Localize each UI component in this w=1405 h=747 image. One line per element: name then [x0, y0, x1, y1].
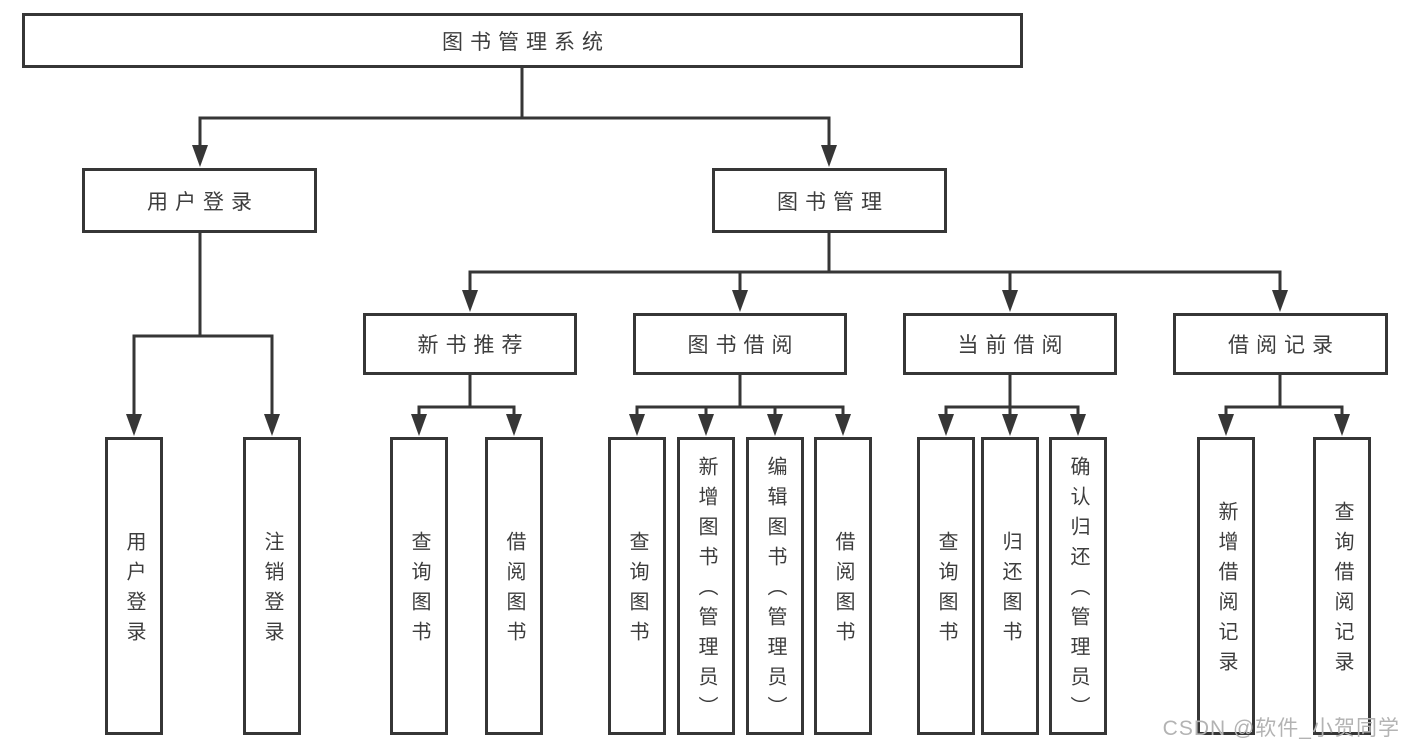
- node-user-login: 用户登录: [82, 168, 317, 233]
- leaf-label: 查询图书: [408, 531, 430, 651]
- leaf-label: 新增图书（管理员）: [695, 456, 717, 726]
- leaf-query-books-borrowing: 查询图书: [608, 437, 666, 735]
- leaf-query-books-current: 查询图书: [917, 437, 975, 735]
- node-current-borrowing: 当前借阅: [903, 313, 1117, 375]
- node-label: 新书推荐: [417, 334, 530, 357]
- leaf-edit-book-admin: 编辑图书（管理员）: [746, 437, 804, 735]
- node-new-book-recommendation: 新书推荐: [363, 313, 577, 375]
- leaf-borrow-books-borrowing: 借阅图书: [814, 437, 872, 735]
- node-label: 当前借阅: [957, 334, 1070, 357]
- leaf-label: 归还图书: [999, 531, 1021, 651]
- node-label: 图书借阅: [687, 334, 800, 357]
- node-label: 借阅记录: [1228, 334, 1340, 357]
- node-library-management-system: 图书管理系统: [22, 13, 1023, 68]
- node-book-management: 图书管理: [712, 168, 947, 233]
- leaf-label: 查询图书: [626, 531, 648, 651]
- node-label: 图书管理: [777, 190, 889, 214]
- leaf-label: 确认归还（管理员）: [1067, 456, 1089, 726]
- leaf-label: 借阅图书: [503, 531, 525, 651]
- node-borrowing-records: 借阅记录: [1173, 313, 1388, 375]
- leaf-add-borrow-record: 新增借阅记录: [1197, 437, 1255, 735]
- leaf-label: 编辑图书（管理员）: [764, 456, 786, 726]
- leaf-logout: 注销登录: [243, 437, 301, 735]
- leaf-label: 用户登录: [123, 531, 145, 651]
- leaf-query-borrow-record: 查询借阅记录: [1313, 437, 1371, 735]
- leaf-user-login: 用户登录: [105, 437, 163, 735]
- leaf-label: 注销登录: [261, 531, 283, 651]
- csdn-watermark: CSDN @软件_小贺同学: [1162, 717, 1400, 740]
- node-label: 图书管理系统: [442, 30, 610, 54]
- leaf-borrow-books-recommend: 借阅图书: [485, 437, 543, 735]
- node-book-borrowing: 图书借阅: [633, 313, 847, 375]
- leaf-label: 查询借阅记录: [1331, 501, 1353, 681]
- leaf-query-books-recommend: 查询图书: [390, 437, 448, 735]
- leaf-label: 查询图书: [935, 531, 957, 651]
- leaf-label: 新增借阅记录: [1215, 501, 1237, 681]
- leaf-add-book-admin: 新增图书（管理员）: [677, 437, 735, 735]
- leaf-label: 借阅图书: [832, 531, 854, 651]
- leaf-confirm-return-admin: 确认归还（管理员）: [1049, 437, 1107, 735]
- node-label: 用户登录: [147, 190, 259, 214]
- leaf-return-book: 归还图书: [981, 437, 1039, 735]
